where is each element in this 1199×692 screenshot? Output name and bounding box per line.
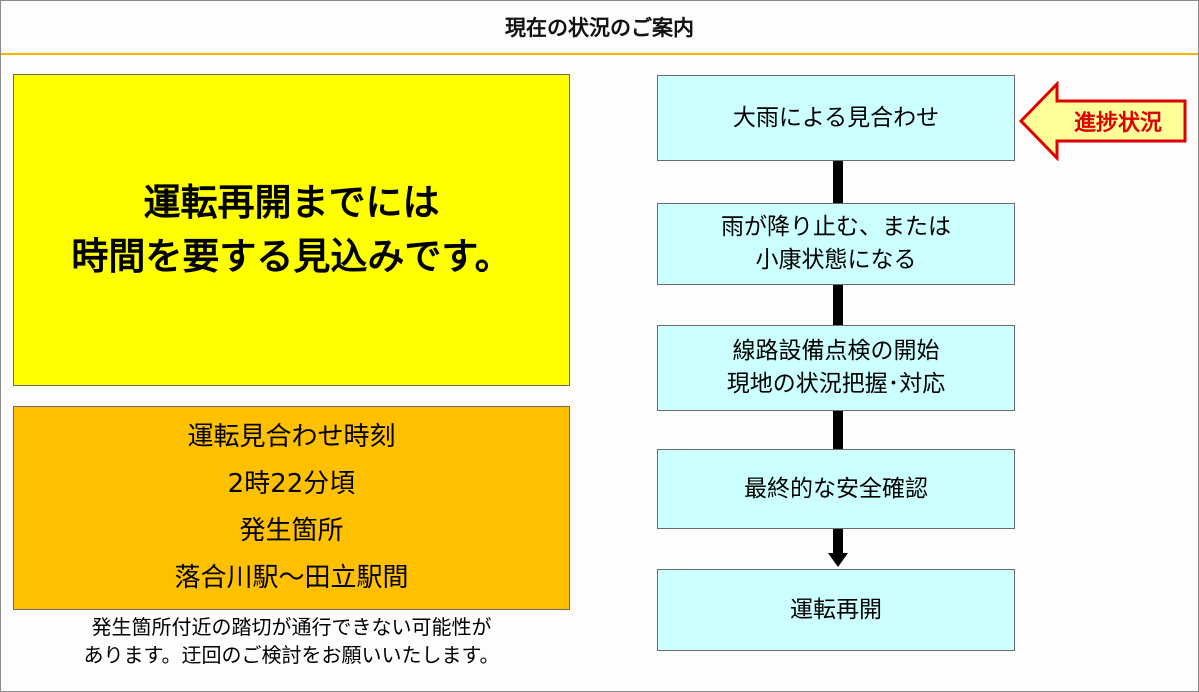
location-label: 発生箇所 [239,515,344,546]
detour-note: 発生箇所付近の踏切が通行できない可能性が あります。迂回のご検討をお願いいたしま… [13,613,570,669]
progress-status-label: 進捗状況 [1073,111,1162,136]
flow-arrow-down-icon [828,553,848,567]
progress-arrow-left-icon [1019,81,1187,161]
suspension-time-label: 運転見合わせ時刻 [187,421,396,452]
flow-step-3-line-2: 現地の状況把握･対応 [726,371,946,397]
main-message-line-1: 運転再開までには [143,181,440,224]
page-title: 現在の状況のご案内 [505,16,694,40]
header-divider [1,53,1198,55]
flow-step-2-line-2: 小康状態になる [755,247,917,273]
flow-step-5: 運転再開 [657,569,1015,651]
flow-step-4-line-1: 最終的な安全確認 [744,475,928,502]
flow-connector-2 [833,285,843,325]
flow-connector-3 [833,411,843,449]
details-box: 運転見合わせ時刻 2時22分頃 発生箇所 落合川駅～田立駅間 [13,406,570,610]
flow-step-1: 大雨による見合わせ [657,75,1015,161]
flow-step-2-line-1: 雨が降り止む、または [721,214,951,240]
detour-note-line-2: あります。迂回のご検討をお願いいたします。 [83,643,500,667]
main-message-box: 運転再開までには 時間を要する見込みです。 [13,74,570,386]
flow-step-3: 線路設備点検の開始 現地の状況把握･対応 [657,325,1015,411]
detour-note-line-1: 発生箇所付近の踏切が通行できない可能性が [91,615,492,639]
main-message-line-2: 時間を要する見込みです。 [71,235,512,278]
flow-connector-4 [833,529,843,555]
flow-step-4: 最終的な安全確認 [657,449,1015,529]
flow-step-3-line-1: 線路設備点検の開始 [732,338,940,364]
suspension-time-value: 2時22分頃 [227,468,356,499]
flow-step-5-line-1: 運転再開 [790,596,882,623]
flow-step-2: 雨が降り止む、または 小康状態になる [657,203,1015,285]
location-value: 落合川駅～田立駅間 [174,562,409,593]
flow-connector-1 [833,161,843,203]
flow-step-1-line-1: 大雨による見合わせ [732,104,940,131]
